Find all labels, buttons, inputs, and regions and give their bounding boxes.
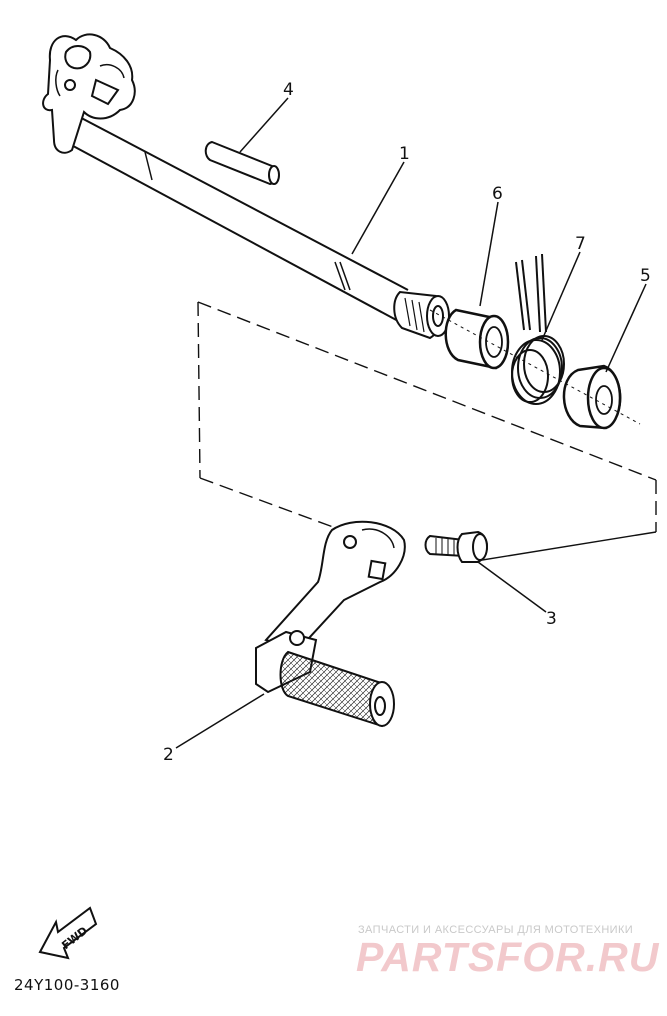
collar <box>562 364 622 430</box>
callout-4: 4 <box>283 80 294 100</box>
callout-1: 1 <box>399 144 410 164</box>
watermark-brand: PARTSFOR.RU <box>356 934 660 980</box>
callout-3: 3 <box>546 609 557 629</box>
watermark-tagline: ЗАПЧАСТИ И АКСЕССУАРЫ ДЛЯ МОТОТЕХНИКИ <box>358 924 634 936</box>
bolt <box>424 530 488 563</box>
bushing <box>444 308 510 370</box>
callout-5: 5 <box>640 266 651 286</box>
fwd-arrow-icon: FWD <box>38 906 98 960</box>
pin <box>204 140 280 186</box>
leader-lines <box>175 97 647 749</box>
axis-line <box>429 309 641 425</box>
shift-shaft <box>42 33 450 340</box>
spring <box>511 253 565 405</box>
callout-7: 7 <box>575 234 586 254</box>
callout-6: 6 <box>492 184 503 204</box>
callout-2: 2 <box>163 745 174 765</box>
diagram-code: 24Y100-3160 <box>14 976 120 994</box>
shift-pedal <box>255 520 406 728</box>
assembly-outline <box>197 301 657 563</box>
